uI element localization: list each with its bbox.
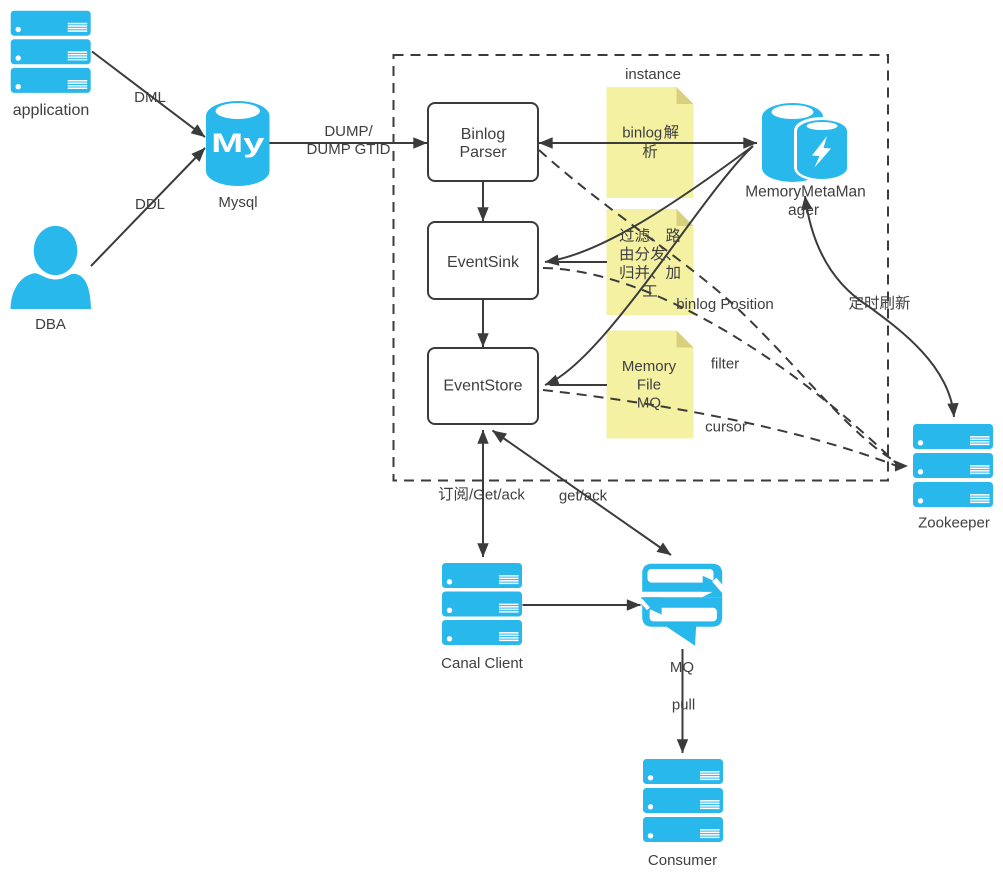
svg-text:binlog Position: binlog Position bbox=[676, 296, 774, 313]
svg-text:MQ: MQ bbox=[670, 659, 694, 676]
svg-text:EventSink: EventSink bbox=[447, 254, 520, 271]
svg-text:Zookeeper: Zookeeper bbox=[918, 515, 990, 532]
svg-text:DML: DML bbox=[134, 89, 166, 106]
svg-text:/Get/ack: /Get/ack bbox=[469, 487, 525, 504]
svg-text:DDL: DDL bbox=[135, 196, 165, 213]
svg-text:Consumer: Consumer bbox=[648, 852, 717, 869]
svg-text:DBA: DBA bbox=[35, 316, 66, 333]
svg-text:EventStore: EventStore bbox=[443, 378, 522, 395]
svg-text:File: File bbox=[637, 377, 661, 394]
svg-text:Binlog: Binlog bbox=[461, 126, 505, 143]
svg-text:pull: pull bbox=[672, 697, 695, 714]
svg-text:DUMP/: DUMP/ bbox=[324, 123, 373, 140]
svg-text:Parser: Parser bbox=[459, 144, 507, 161]
svg-text:application: application bbox=[13, 102, 90, 119]
svg-text:MemoryMetaMan: MemoryMetaMan bbox=[745, 184, 866, 201]
svg-text:ager: ager bbox=[788, 202, 819, 219]
svg-text:MQ: MQ bbox=[637, 395, 661, 412]
svg-text:filter: filter bbox=[711, 356, 739, 373]
svg-text:Memory: Memory bbox=[622, 358, 677, 375]
svg-text:binlog: binlog bbox=[622, 125, 662, 142]
svg-text:DUMP GTID: DUMP GTID bbox=[307, 141, 391, 158]
svg-text:get/ack: get/ack bbox=[559, 488, 608, 505]
svg-text:Canal Client: Canal Client bbox=[441, 655, 524, 672]
svg-text:My: My bbox=[211, 128, 265, 158]
svg-text:cursor: cursor bbox=[705, 419, 747, 436]
svg-text:Mysql: Mysql bbox=[218, 194, 257, 211]
svg-text:instance: instance bbox=[625, 66, 681, 83]
